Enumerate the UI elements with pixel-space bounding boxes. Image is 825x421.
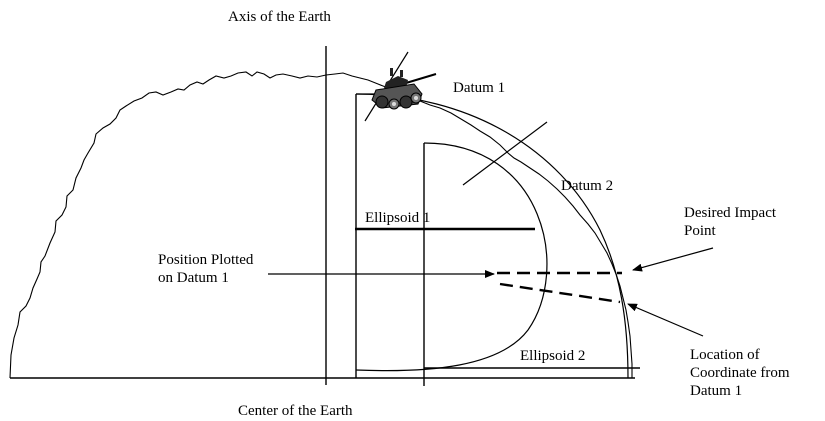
desired-impact-arrow <box>632 247 714 272</box>
datum2-normal-line <box>462 121 548 186</box>
ellipsoid1-label: Ellipsoid 1 <box>365 210 431 226</box>
tracked-vehicle-icon <box>371 68 437 110</box>
ellipsoid1-arc <box>355 93 629 379</box>
position-plotted-label: Position Plotted on Datum 1 <box>158 251 253 287</box>
location-coordinate-arrow <box>627 303 704 337</box>
location-coordinate-line3: Datum 1 <box>690 383 743 399</box>
desired-impact-line1: Desired Impact <box>684 205 777 221</box>
datum1-label: Datum 1 <box>453 80 506 96</box>
desired-impact-line2: Point <box>684 223 716 239</box>
center-of-earth-label: Center of the Earth <box>238 403 353 419</box>
desired-impact-label: Desired Impact Point <box>684 204 776 240</box>
location-coordinate-line1: Location of <box>690 347 760 363</box>
position-plotted-line2: on Datum 1 <box>158 270 229 286</box>
earth-surface-outline <box>9 71 633 379</box>
ellipsoid2-label: Ellipsoid 2 <box>520 348 586 364</box>
position-plotted-line1: Position Plotted <box>158 252 254 268</box>
axis-of-earth-label: Axis of the Earth <box>228 9 331 25</box>
datum1-location-dashed-line <box>499 282 621 304</box>
datum2-label: Datum 2 <box>561 178 614 194</box>
ellipsoid2-arc <box>355 142 548 372</box>
location-coordinate-label: Location of Coordinate from Datum 1 <box>690 346 790 400</box>
location-coordinate-line2: Coordinate from <box>690 365 790 381</box>
